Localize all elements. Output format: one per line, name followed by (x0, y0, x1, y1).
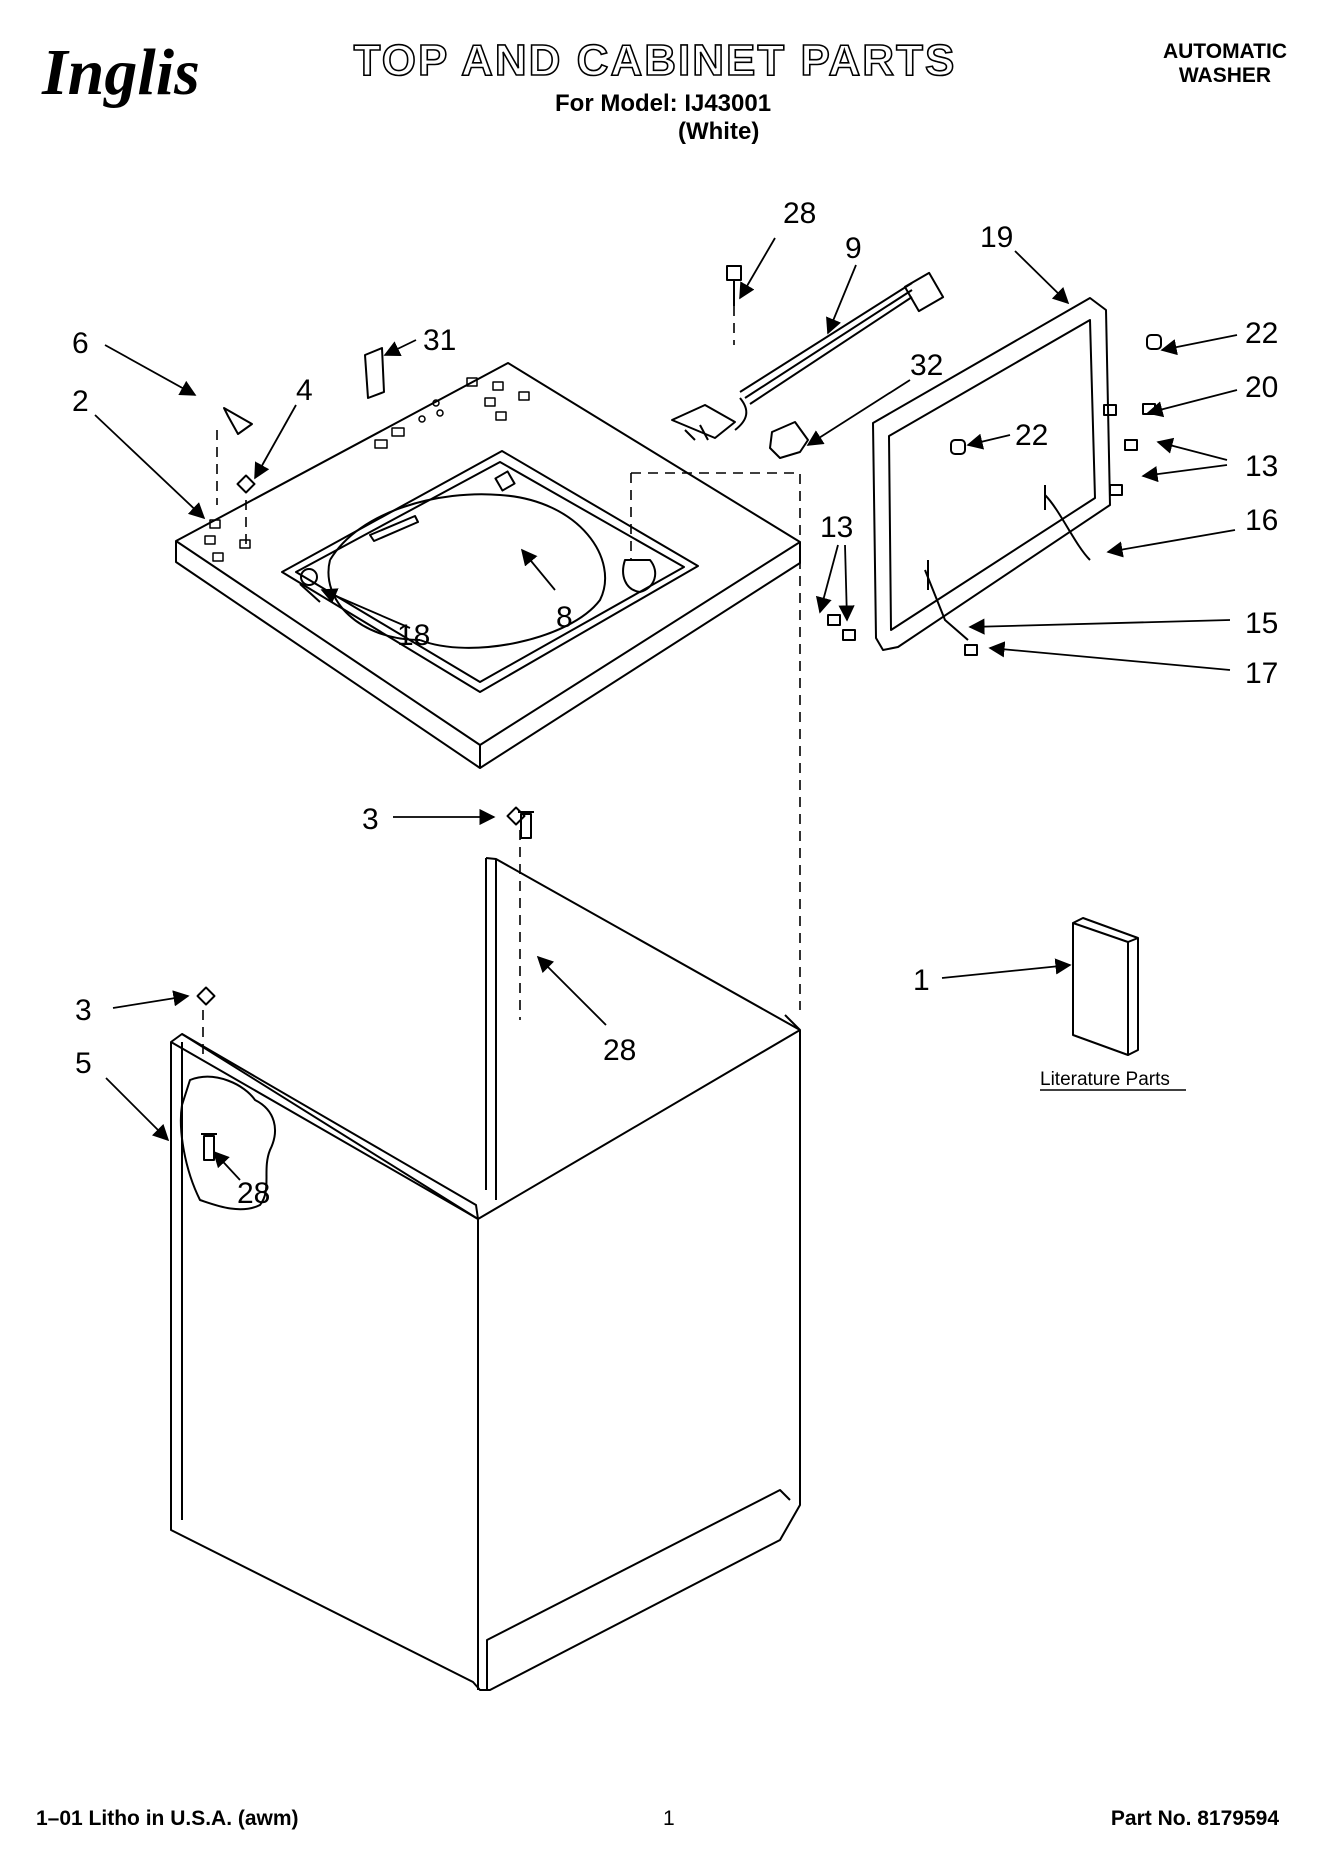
leader-28-top (739, 237, 776, 300)
leader-32 (806, 379, 911, 446)
callout-18: 18 (397, 619, 430, 652)
leader-4 (254, 404, 297, 480)
leader-13-right-a (1156, 437, 1228, 461)
callout-3-top: 3 (362, 803, 379, 836)
color-line: (White) (678, 118, 760, 145)
leader-13-left-b (838, 544, 855, 622)
callout-labels: 28 9 19 22 20 13 16 15 17 13 22 32 31 6 … (72, 197, 1278, 1210)
leader-3-left (112, 990, 190, 1009)
leader-1 (941, 958, 1072, 979)
callout-16: 16 (1245, 504, 1278, 537)
inglis-logo-graphic: Inglis (41, 36, 200, 109)
callout-31: 31 (423, 324, 456, 357)
callout-3-left: 3 (75, 994, 92, 1027)
leader-16 (1106, 529, 1236, 558)
lid-switch-bracket (769, 421, 809, 459)
footer-print-info: 1–01 Litho in U.S.A. (awm) (36, 1807, 299, 1830)
cabinet-cutaway (179, 1075, 276, 1211)
leader-5 (105, 1077, 170, 1142)
callout-22-right: 22 (1245, 317, 1278, 350)
callout-28-mid: 28 (603, 1034, 636, 1067)
callout-13-left: 13 (820, 511, 853, 544)
console-wiring (924, 485, 1091, 641)
page-title: TOP AND CABINET PARTS (353, 35, 957, 86)
leader-18 (320, 588, 411, 629)
callout-22-mid: 22 (1015, 419, 1048, 452)
console-frame (872, 297, 1111, 651)
leader-13-right-b (1141, 464, 1228, 483)
leader-17 (988, 641, 1231, 671)
leader-13-left-a (815, 544, 839, 614)
leader-arrows (94, 237, 1238, 1181)
leader-6 (104, 344, 197, 396)
leader-31 (383, 339, 417, 356)
leader-20 (1146, 389, 1238, 418)
cabinet (170, 857, 801, 1691)
callout-15: 15 (1245, 607, 1278, 640)
leader-15 (968, 618, 1231, 635)
wire-harness (671, 271, 945, 441)
leader-28-low (212, 1150, 241, 1181)
leader-19 (1014, 250, 1070, 305)
callout-8: 8 (556, 601, 573, 634)
model-line: For Model: IJ43001 (555, 90, 772, 117)
washer-top-panel (175, 362, 801, 769)
callout-2: 2 (72, 385, 89, 418)
brand-wordmark: Inglis (41, 36, 200, 109)
literature-book (1072, 917, 1139, 1056)
footer-page-number: 1 (663, 1807, 675, 1830)
callout-20: 20 (1245, 371, 1278, 404)
callout-28-low: 28 (237, 1177, 270, 1210)
callout-5: 5 (75, 1047, 92, 1080)
callout-1: 1 (913, 964, 930, 997)
leader-8 (520, 548, 556, 591)
literature-parts-label: Literature Parts (1040, 1069, 1170, 1090)
callout-32: 32 (910, 349, 943, 382)
exploded-connectors (202, 306, 801, 1060)
leader-22-mid (966, 433, 1011, 450)
product-line-2: WASHER (1178, 64, 1272, 87)
leader-22-right (1160, 334, 1238, 356)
callout-6: 6 (72, 327, 89, 360)
footer-part-number: Part No. 8179594 (1110, 1807, 1279, 1830)
callout-19: 19 (980, 221, 1013, 254)
leader-2 (94, 414, 206, 520)
callout-13-right: 13 (1245, 450, 1278, 483)
leader-28-mid (536, 955, 607, 1026)
product-type: AUTOMATIC WASHER (1163, 40, 1287, 88)
fasteners (196, 265, 1162, 1161)
inglis-logo: Inglis (38, 30, 288, 110)
leader-9 (826, 264, 857, 335)
product-line-1: AUTOMATIC (1162, 40, 1287, 63)
callout-9: 9 (845, 232, 862, 265)
callout-17: 17 (1245, 657, 1278, 690)
top-panel-slots (204, 377, 530, 562)
callout-28-top: 28 (783, 197, 816, 230)
callout-4: 4 (296, 374, 313, 407)
